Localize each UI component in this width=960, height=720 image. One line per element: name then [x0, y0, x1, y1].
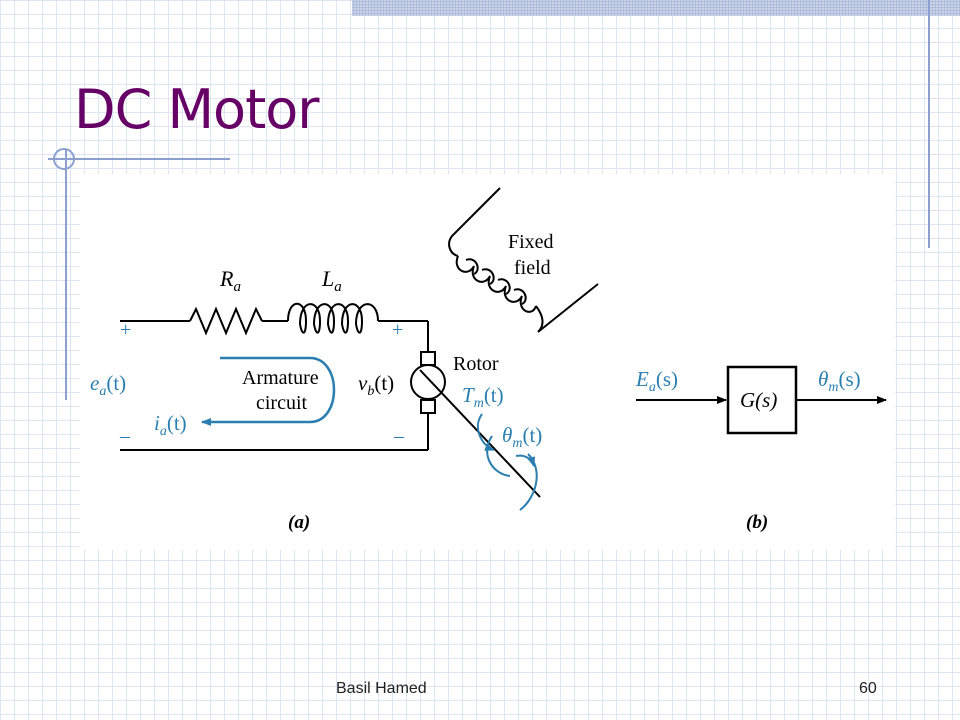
- brush-top: [420, 351, 436, 366]
- decorative-ring: [53, 148, 75, 170]
- armature-label-line2: circuit: [256, 392, 308, 414]
- theta-arrow-upper: [486, 435, 511, 477]
- theta-arrow-head: [515, 454, 535, 467]
- decorative-rule-horizontal: [48, 158, 230, 160]
- rotor-label: Rotor: [453, 353, 499, 375]
- caption-a: (a): [288, 512, 310, 533]
- dc-motor-diagram: Ra La Fixed field Rotor Armature circuit…: [90, 187, 887, 533]
- theta-arrow-lower: [519, 453, 538, 511]
- armature-label-line1: Armature: [242, 367, 319, 389]
- torque-arrow: [476, 413, 495, 451]
- rotor-circle: [410, 364, 446, 400]
- tm-label: Tm(t): [462, 383, 504, 411]
- block-output-label: θm(s): [818, 367, 861, 395]
- plus-sign-right: +: [392, 319, 403, 341]
- resistor-label: Ra: [219, 266, 241, 295]
- minus-sign-left: –: [119, 425, 131, 447]
- block-diagram: [636, 365, 887, 435]
- brush-bottom: [420, 399, 436, 414]
- inductor-symbol: [287, 302, 379, 334]
- theta-m-label: θm(t): [502, 423, 542, 451]
- rotor-shaft: [419, 369, 541, 498]
- ea-label: ea(t): [90, 371, 126, 399]
- fixed-field-coil: [448, 187, 599, 333]
- block-input-label: Ea(s): [635, 367, 678, 395]
- motor-symbol: [410, 351, 446, 414]
- decorative-rule-right: [928, 0, 930, 248]
- slide-title: DC Motor: [74, 78, 319, 141]
- ia-label: ia(t): [154, 411, 187, 439]
- minus-sign-right: –: [393, 425, 405, 447]
- footer-author: Basil Hamed: [336, 680, 427, 697]
- inductor-label: La: [321, 266, 342, 295]
- caption-b: (b): [746, 512, 768, 533]
- armature-current-loop: [201, 356, 336, 426]
- resistor-symbol: [189, 306, 263, 336]
- dc-motor-figure: Ra La Fixed field Rotor Armature circuit…: [80, 174, 895, 550]
- armature-circuit: [120, 302, 429, 451]
- transfer-function-block: [726, 365, 798, 435]
- decorative-rule-left: [65, 150, 67, 400]
- vb-label: vb(t): [358, 371, 394, 399]
- page-number: 60: [859, 680, 877, 697]
- fixed-field-label-line2: field: [514, 257, 551, 279]
- rotation-arrows: [476, 413, 538, 511]
- fixed-field-label-line1: Fixed: [508, 231, 554, 253]
- block-label: G(s): [740, 388, 777, 412]
- plus-sign-left: +: [120, 319, 131, 341]
- header-band: [352, 0, 960, 16]
